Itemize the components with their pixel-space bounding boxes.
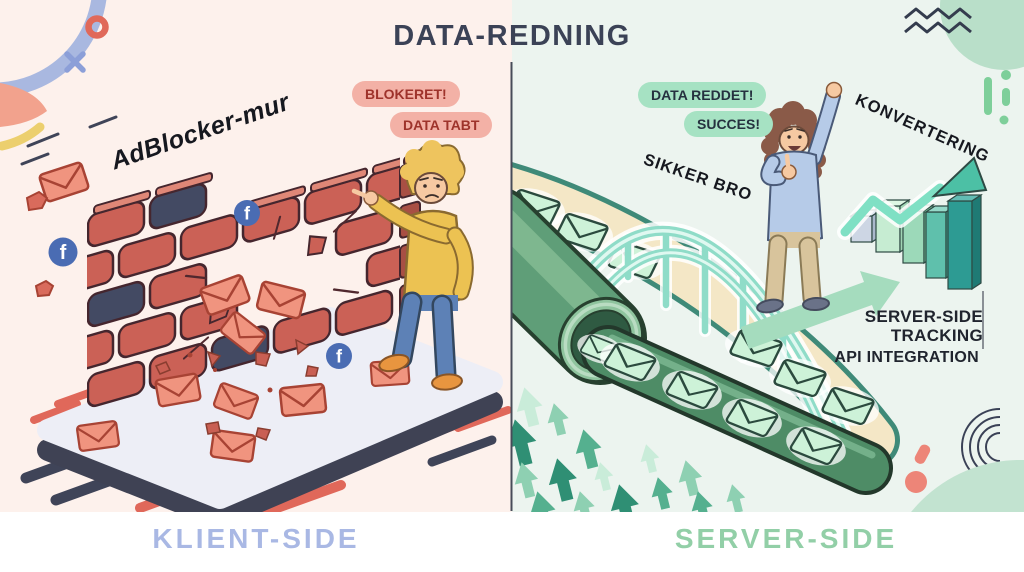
cross-decor-icon	[64, 51, 86, 73]
tracking-label-line2: TRACKING	[890, 325, 983, 345]
server-side-footer-label: SERVER-SIDE	[674, 523, 898, 554]
speech-bubble-data-saved: DATA REDDET!	[638, 82, 767, 108]
pill-decor-icon	[914, 444, 931, 464]
facebook-icon: f	[326, 343, 352, 369]
page-title: DATA-REDNING	[393, 20, 631, 52]
server-side-tracking-label: SERVER-SIDE TRACKING	[864, 307, 983, 345]
facebook-icon: f	[234, 200, 260, 226]
person-server-side	[756, 81, 843, 314]
server-side-scene	[512, 0, 1024, 512]
svg-text:f: f	[336, 347, 343, 367]
motion-lines-top-left	[20, 115, 118, 166]
client-side-scene: f f	[0, 0, 512, 512]
tracking-label-line1: SERVER-SIDE	[864, 307, 983, 326]
api-integration-label: API INTEGRATION	[834, 349, 979, 366]
brick-fragment	[34, 279, 55, 298]
wall-debris	[154, 338, 319, 441]
dot-decor-icon	[905, 471, 927, 493]
speech-bubble-data-lost: DATA TABT	[390, 112, 493, 138]
zigzag-decor-icon	[904, 7, 972, 34]
decor-top-left	[0, 0, 109, 151]
client-side-footer-label: KLIENT-SIDE	[152, 523, 360, 554]
growth-trend-arrow	[837, 156, 988, 240]
brick-fragment	[25, 190, 49, 212]
facebook-icon: f	[48, 237, 78, 267]
chart-bar	[946, 193, 983, 291]
footer-strip	[0, 512, 1024, 572]
conversion-bar-chart	[837, 156, 988, 349]
decor-bottom-right	[905, 408, 1024, 512]
speech-bubble-success: SUCCES!	[684, 111, 774, 137]
pill-decor-icon	[984, 70, 1011, 125]
decor-top-right	[904, 0, 1024, 125]
speech-bubble-blocked: BLOKERET!	[352, 81, 460, 107]
donut-decor-icon	[85, 15, 109, 39]
svg-text:f: f	[60, 242, 67, 264]
person-client-side	[351, 140, 474, 391]
svg-text:f: f	[244, 204, 251, 224]
